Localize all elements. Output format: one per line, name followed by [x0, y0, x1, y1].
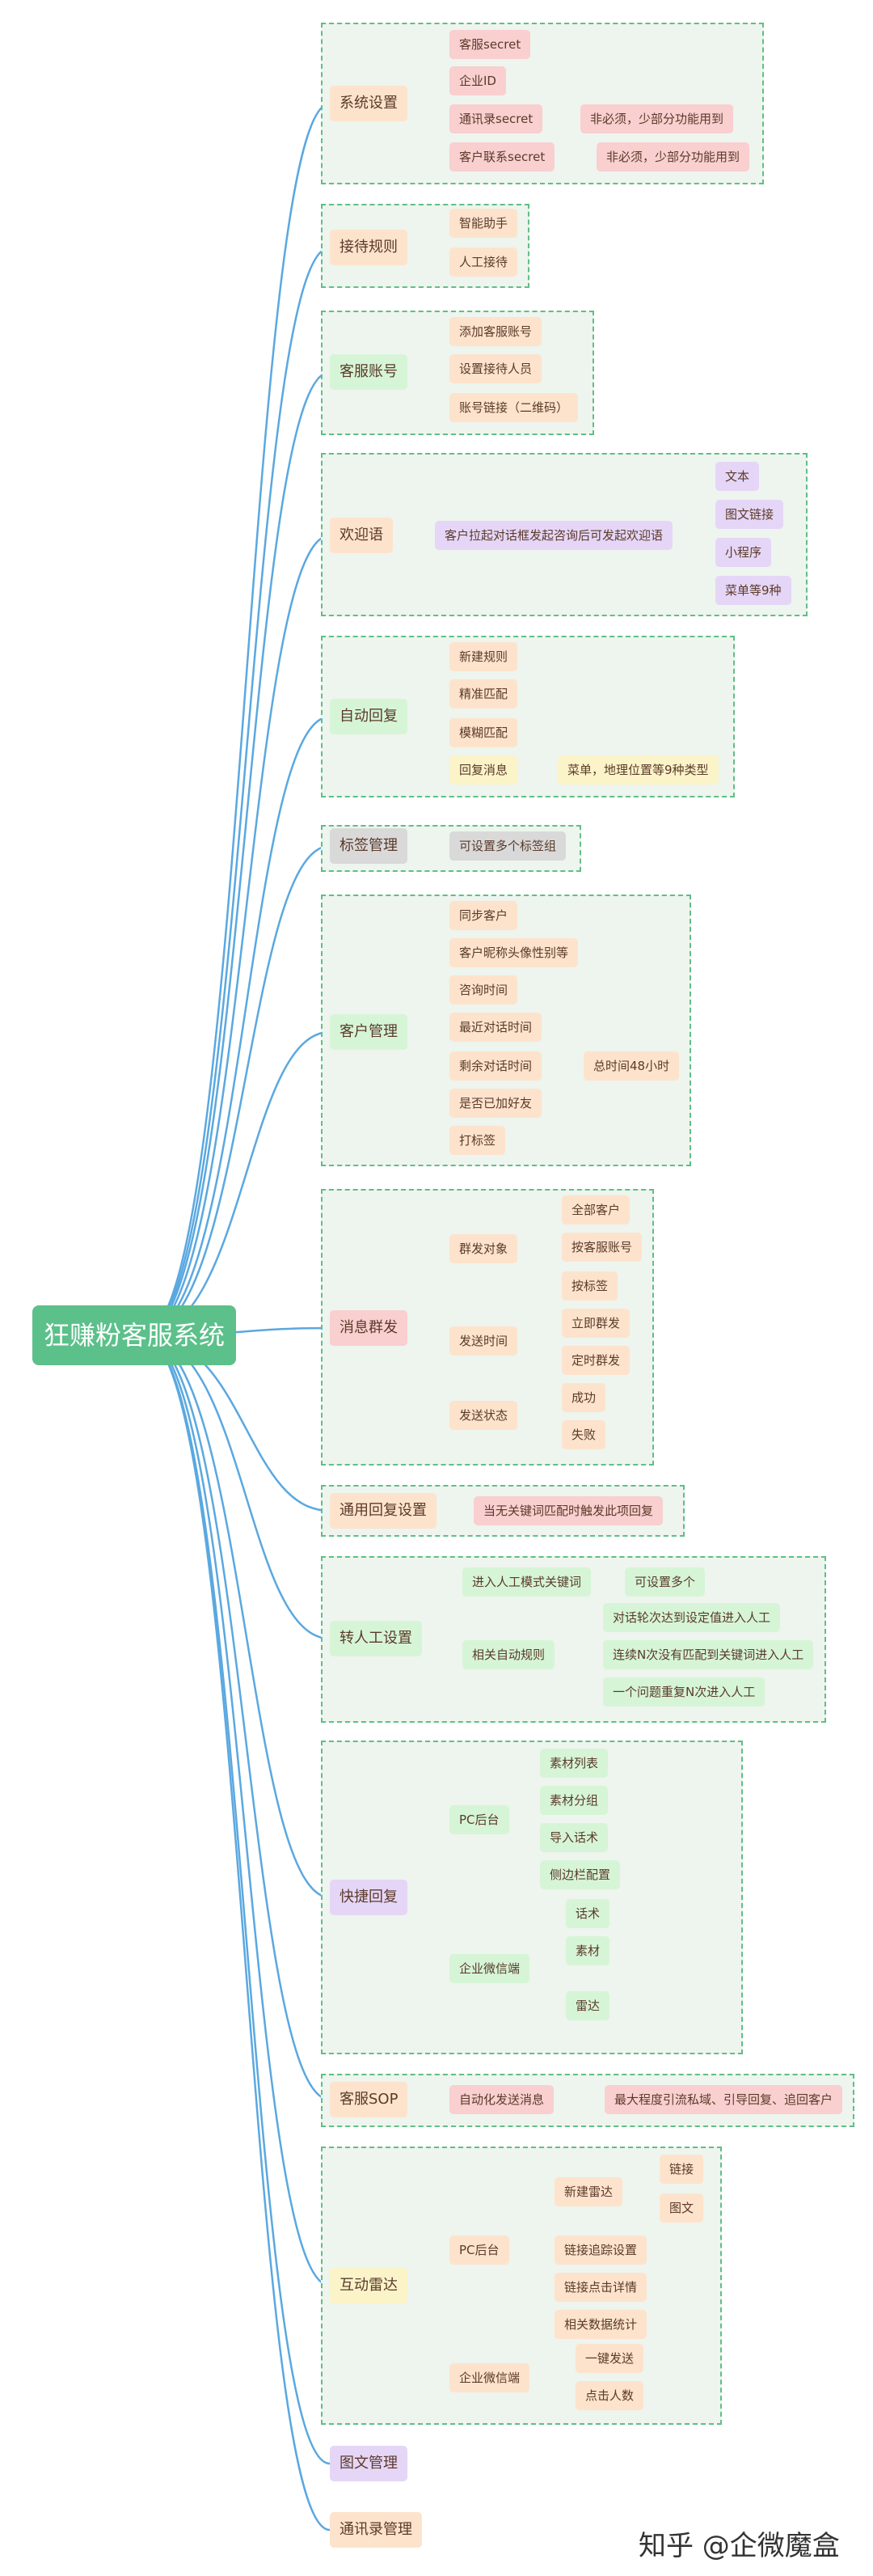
child-node: 最大程度引流私域、引导回复、追回客户	[605, 2085, 843, 2114]
item-node: 打标签	[449, 1126, 506, 1155]
item-node: 自动化发送消息	[449, 2085, 555, 2114]
section-node: 消息群发	[330, 1310, 407, 1346]
item-node: 设置接待人员	[449, 354, 542, 383]
root-node: 狂赚粉客服系统	[32, 1305, 237, 1365]
item-node: 进入人工模式关键词	[462, 1567, 592, 1597]
child-node: 菜单等9种	[715, 576, 791, 605]
child-node: 链接点击详情	[555, 2273, 647, 2302]
item-node: 客服secret	[449, 30, 531, 59]
child-node: 按标签	[562, 1271, 618, 1301]
child-node: 一个问题重复N次进入人工	[603, 1677, 765, 1707]
child-node: 素材	[566, 1936, 610, 1965]
child-node: 话术	[566, 1899, 610, 1928]
item-node: PC后台	[449, 1805, 509, 1834]
child-node: 雷达	[566, 1991, 610, 2020]
connector-line	[141, 246, 331, 1337]
item-node: 客户昵称头像性别等	[449, 938, 579, 967]
child-node: 一键发送	[576, 2344, 644, 2373]
item-node: 可设置多个标签组	[449, 831, 567, 861]
child-node: 对话轮次达到设定值进入人工	[603, 1603, 781, 1632]
child-node: 菜单，地理位置等9种类型	[558, 755, 719, 785]
connector-line	[141, 715, 331, 1337]
section-node: 快捷回复	[330, 1880, 407, 1915]
connector-line	[141, 102, 331, 1337]
connector-line	[141, 1334, 331, 2532]
item-node: 当无关键词匹配时触发此项回复	[474, 1496, 664, 1525]
child-node: 相关数据统计	[555, 2310, 647, 2339]
item-node: 账号链接（二维码）	[449, 393, 579, 422]
section-node: 自动回复	[330, 699, 407, 734]
item-node: 发送时间	[449, 1326, 518, 1356]
item-node: 人工接待	[449, 247, 518, 277]
section-node: 标签管理	[330, 828, 407, 864]
child-node: 素材列表	[540, 1749, 609, 1778]
item-node: 客户拉起对话框发起咨询后可发起欢迎语	[435, 521, 673, 550]
child-node: 连续N次没有匹配到关键词进入人工	[603, 1640, 814, 1669]
item-node: 模糊匹配	[449, 718, 518, 747]
item-node: 同步客户	[449, 901, 518, 930]
item-node: 群发对象	[449, 1234, 518, 1263]
connector-line	[141, 1334, 331, 2287]
item-node: PC后台	[449, 2235, 509, 2265]
grandchild-node: 图文	[660, 2193, 704, 2223]
grandchild-node: 链接	[660, 2155, 704, 2184]
child-node: 非必须，少部分功能用到	[580, 104, 734, 133]
section-node: 客服账号	[330, 354, 407, 390]
item-node: 咨询时间	[449, 975, 518, 1005]
connector-line	[141, 370, 331, 1337]
child-node: 全部客户	[562, 1195, 630, 1225]
child-node: 导入话术	[540, 1823, 609, 1852]
item-node: 智能助手	[449, 209, 518, 238]
item-node: 企业微信端	[449, 2363, 530, 2392]
child-node: 非必须，少部分功能用到	[597, 142, 750, 171]
connector-line	[141, 1334, 331, 2101]
item-node: 最近对话时间	[449, 1013, 542, 1042]
item-node: 回复消息	[449, 755, 518, 785]
child-node: 可设置多个	[625, 1567, 706, 1597]
item-node: 企业微信端	[449, 1954, 530, 1983]
item-node: 企业ID	[449, 66, 506, 95]
section-node: 通讯录管理	[330, 2512, 422, 2548]
item-node: 剩余对话时间	[449, 1051, 542, 1081]
section-node: 图文管理	[330, 2446, 407, 2481]
child-node: 点击人数	[576, 2381, 644, 2410]
section-node: 接待规则	[330, 230, 407, 265]
child-node: 素材分组	[540, 1786, 609, 1815]
child-node: 图文链接	[715, 500, 784, 529]
child-node: 立即群发	[562, 1309, 630, 1338]
item-node: 是否已加好友	[449, 1089, 542, 1118]
item-node: 相关自动规则	[462, 1640, 555, 1669]
child-node: 成功	[562, 1383, 606, 1412]
item-node: 添加客服账号	[449, 317, 542, 346]
child-node: 总时间48小时	[584, 1051, 680, 1081]
watermark: 知乎 @企微魔盒	[639, 2530, 840, 2562]
connector-line	[141, 534, 331, 1337]
item-node: 精准匹配	[449, 679, 518, 709]
child-node: 小程序	[715, 538, 772, 567]
child-node: 链接追踪设置	[555, 2235, 647, 2265]
section-node: 客户管理	[330, 1014, 407, 1050]
child-node: 侧边栏配置	[540, 1860, 621, 1889]
section-node: 互动雷达	[330, 2268, 407, 2303]
item-node: 通讯录secret	[449, 104, 543, 133]
connector-line	[141, 1334, 331, 1899]
section-node: 转人工设置	[330, 1621, 422, 1656]
item-node: 发送状态	[449, 1401, 518, 1430]
section-node: 通用回复设置	[330, 1493, 436, 1529]
child-node: 定时群发	[562, 1346, 630, 1375]
section-node: 欢迎语	[330, 518, 393, 553]
child-node: 文本	[715, 462, 760, 491]
child-node: 新建雷达	[555, 2177, 623, 2206]
section-node: 客服SOP	[330, 2082, 408, 2117]
child-node: 按客服账号	[562, 1233, 643, 1262]
section-node: 系统设置	[330, 86, 407, 121]
item-node: 新建规则	[449, 642, 518, 671]
child-node: 失败	[562, 1420, 606, 1449]
item-node: 客户联系secret	[449, 142, 555, 171]
